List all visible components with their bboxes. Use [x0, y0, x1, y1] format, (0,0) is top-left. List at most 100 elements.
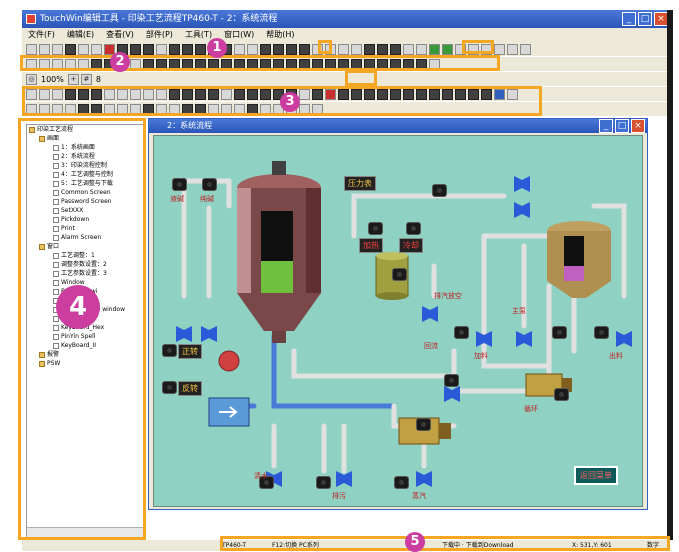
tree-leaf[interactable]: 4：工艺调整与控制	[27, 170, 145, 179]
toolbar-tool-icon[interactable]	[78, 43, 89, 55]
toolbar-tool-icon[interactable]	[299, 58, 310, 70]
toolbar-tool-icon[interactable]	[260, 58, 271, 70]
toolbar-tool-icon[interactable]	[416, 88, 427, 100]
toolbar-tool-icon[interactable]	[312, 58, 323, 70]
toolbar-tool-icon[interactable]	[338, 88, 349, 100]
toolbar-tool-icon[interactable]	[65, 88, 76, 100]
toolbar-tool-icon[interactable]	[39, 103, 50, 115]
toolbar-tool-icon[interactable]	[273, 58, 284, 70]
toolbar-tool-icon[interactable]	[156, 58, 167, 70]
toolbar-tool-icon[interactable]	[260, 43, 271, 55]
toolbar-tool-icon[interactable]	[299, 88, 310, 100]
tree-group[interactable]: PSW	[27, 359, 145, 368]
toolbar-tool-icon[interactable]	[52, 58, 63, 70]
toolbar-tool-icon[interactable]	[507, 88, 518, 100]
toolbar-tool-icon[interactable]	[26, 58, 37, 70]
toolbar-tool-icon[interactable]	[117, 103, 128, 115]
toolbar-tool-icon[interactable]	[247, 103, 258, 115]
toolbar-tool-icon[interactable]	[390, 43, 401, 55]
maximize-button[interactable]: □	[638, 12, 652, 26]
toolbar-tool-icon[interactable]	[377, 43, 388, 55]
toolbar-tool-icon[interactable]	[208, 88, 219, 100]
toolbar-tool-icon[interactable]	[195, 103, 206, 115]
toolbar-tool-icon[interactable]	[91, 103, 102, 115]
toolbar-tool-icon[interactable]	[78, 103, 89, 115]
toolbar-tool-icon[interactable]	[208, 103, 219, 115]
toolbar-tool-icon[interactable]	[234, 43, 245, 55]
toolbar-tool-icon[interactable]	[351, 43, 362, 55]
tree-leaf[interactable]: 5：工艺调整与下载	[27, 179, 145, 188]
toolbar-tool-icon[interactable]	[65, 43, 76, 55]
toolbar-tool-icon[interactable]	[403, 88, 414, 100]
toolbar-tool-icon[interactable]	[481, 88, 492, 100]
tree-leaf[interactable]: Common Screen	[27, 188, 145, 197]
toolbar-tool-icon[interactable]	[143, 58, 154, 70]
toolbar-tool-icon[interactable]	[104, 103, 115, 115]
minimize-button[interactable]: _	[622, 12, 636, 26]
toolbar-tool-icon[interactable]	[403, 43, 414, 55]
toolbar-tool-icon[interactable]	[78, 58, 89, 70]
toolbar-tool-icon[interactable]	[429, 58, 440, 70]
tree-root[interactable]: 印染工艺流程	[27, 125, 145, 134]
cool-button[interactable]: 冷却	[399, 238, 423, 253]
toolbar-tool-icon[interactable]	[195, 58, 206, 70]
toolbar-tool-icon[interactable]	[260, 88, 271, 100]
toolbar-tool-icon[interactable]	[325, 88, 336, 100]
toolbar-tool-icon[interactable]	[325, 43, 336, 55]
toolbar-tool-icon[interactable]	[416, 43, 427, 55]
toolbar-tool-icon[interactable]	[351, 58, 362, 70]
menu-parts[interactable]: 部件(P)	[145, 30, 173, 39]
toolbar-tool-icon[interactable]	[481, 43, 492, 55]
toolbar-tool-icon[interactable]	[156, 88, 167, 100]
toolbar-tool-icon[interactable]	[65, 103, 76, 115]
toolbar-tool-icon[interactable]	[364, 43, 375, 55]
toolbar-tool-icon[interactable]	[364, 58, 375, 70]
toolbar-tool-icon[interactable]	[234, 58, 245, 70]
toolbar-tool-icon[interactable]	[169, 58, 180, 70]
menu-view[interactable]: 查看(V)	[106, 30, 134, 39]
toolbar-tool-icon[interactable]	[208, 58, 219, 70]
toolbar-tool-icon[interactable]	[234, 103, 245, 115]
toolbar-tool-icon[interactable]	[494, 43, 505, 55]
doc-close-button[interactable]: ×	[631, 119, 645, 133]
toolbar-tool-icon[interactable]	[91, 88, 102, 100]
toolbar-tool-icon[interactable]	[221, 103, 232, 115]
toolbar-tool-icon[interactable]	[182, 103, 193, 115]
tree-leaf[interactable]: 工艺参数设置：3	[27, 269, 145, 278]
menu-file[interactable]: 文件(F)	[28, 30, 55, 39]
reverse-button[interactable]: 反转	[178, 381, 202, 396]
toolbar-tool-icon[interactable]	[182, 43, 193, 55]
toolbar-tool-icon[interactable]	[312, 88, 323, 100]
zoom-level[interactable]: 100%	[41, 74, 64, 84]
process-canvas[interactable]: 液碱 纯碱 压力表 加热 冷却 排汽放空 回流 加料 主泵 出料 循环 清水 排…	[153, 135, 643, 507]
toolbar-tool-icon[interactable]	[351, 88, 362, 100]
toolbar-tool-icon[interactable]	[39, 58, 50, 70]
tree-leaf[interactable]: Pickdown	[27, 215, 145, 224]
toolbar-tool-icon[interactable]	[520, 43, 531, 55]
toolbar-tool-icon[interactable]	[169, 88, 180, 100]
toolbar-tool-icon[interactable]	[130, 88, 141, 100]
toolbar-tool-icon[interactable]	[390, 88, 401, 100]
tree-group[interactable]: 报警	[27, 350, 145, 359]
toolbar-tool-icon[interactable]	[143, 88, 154, 100]
doc-maximize-button[interactable]: □	[615, 119, 629, 133]
toolbar-tool-icon[interactable]	[442, 43, 453, 55]
toolbar-tool-icon[interactable]	[312, 103, 323, 115]
tree-group[interactable]: 画面	[27, 134, 145, 143]
toolbar-tool-icon[interactable]	[195, 88, 206, 100]
toolbar-tool-icon[interactable]	[117, 88, 128, 100]
toolbar-tool-icon[interactable]	[338, 58, 349, 70]
toolbar-tool-icon[interactable]	[143, 103, 154, 115]
toolbar-tool-icon[interactable]	[156, 103, 167, 115]
zoom-in-icon[interactable]: +	[67, 73, 79, 85]
toolbar-tool-icon[interactable]	[247, 88, 258, 100]
toolbar-tool-icon[interactable]	[52, 88, 63, 100]
toolbar-tool-icon[interactable]	[299, 103, 310, 115]
toolbar-tool-icon[interactable]	[91, 43, 102, 55]
toolbar-tool-icon[interactable]	[273, 43, 284, 55]
toolbar-tool-icon[interactable]	[247, 58, 258, 70]
toolbar-tool-icon[interactable]	[78, 88, 89, 100]
grid-icon[interactable]: #	[80, 73, 92, 85]
toolbar-tool-icon[interactable]	[429, 88, 440, 100]
zoom-icon[interactable]: ◎	[26, 73, 37, 85]
